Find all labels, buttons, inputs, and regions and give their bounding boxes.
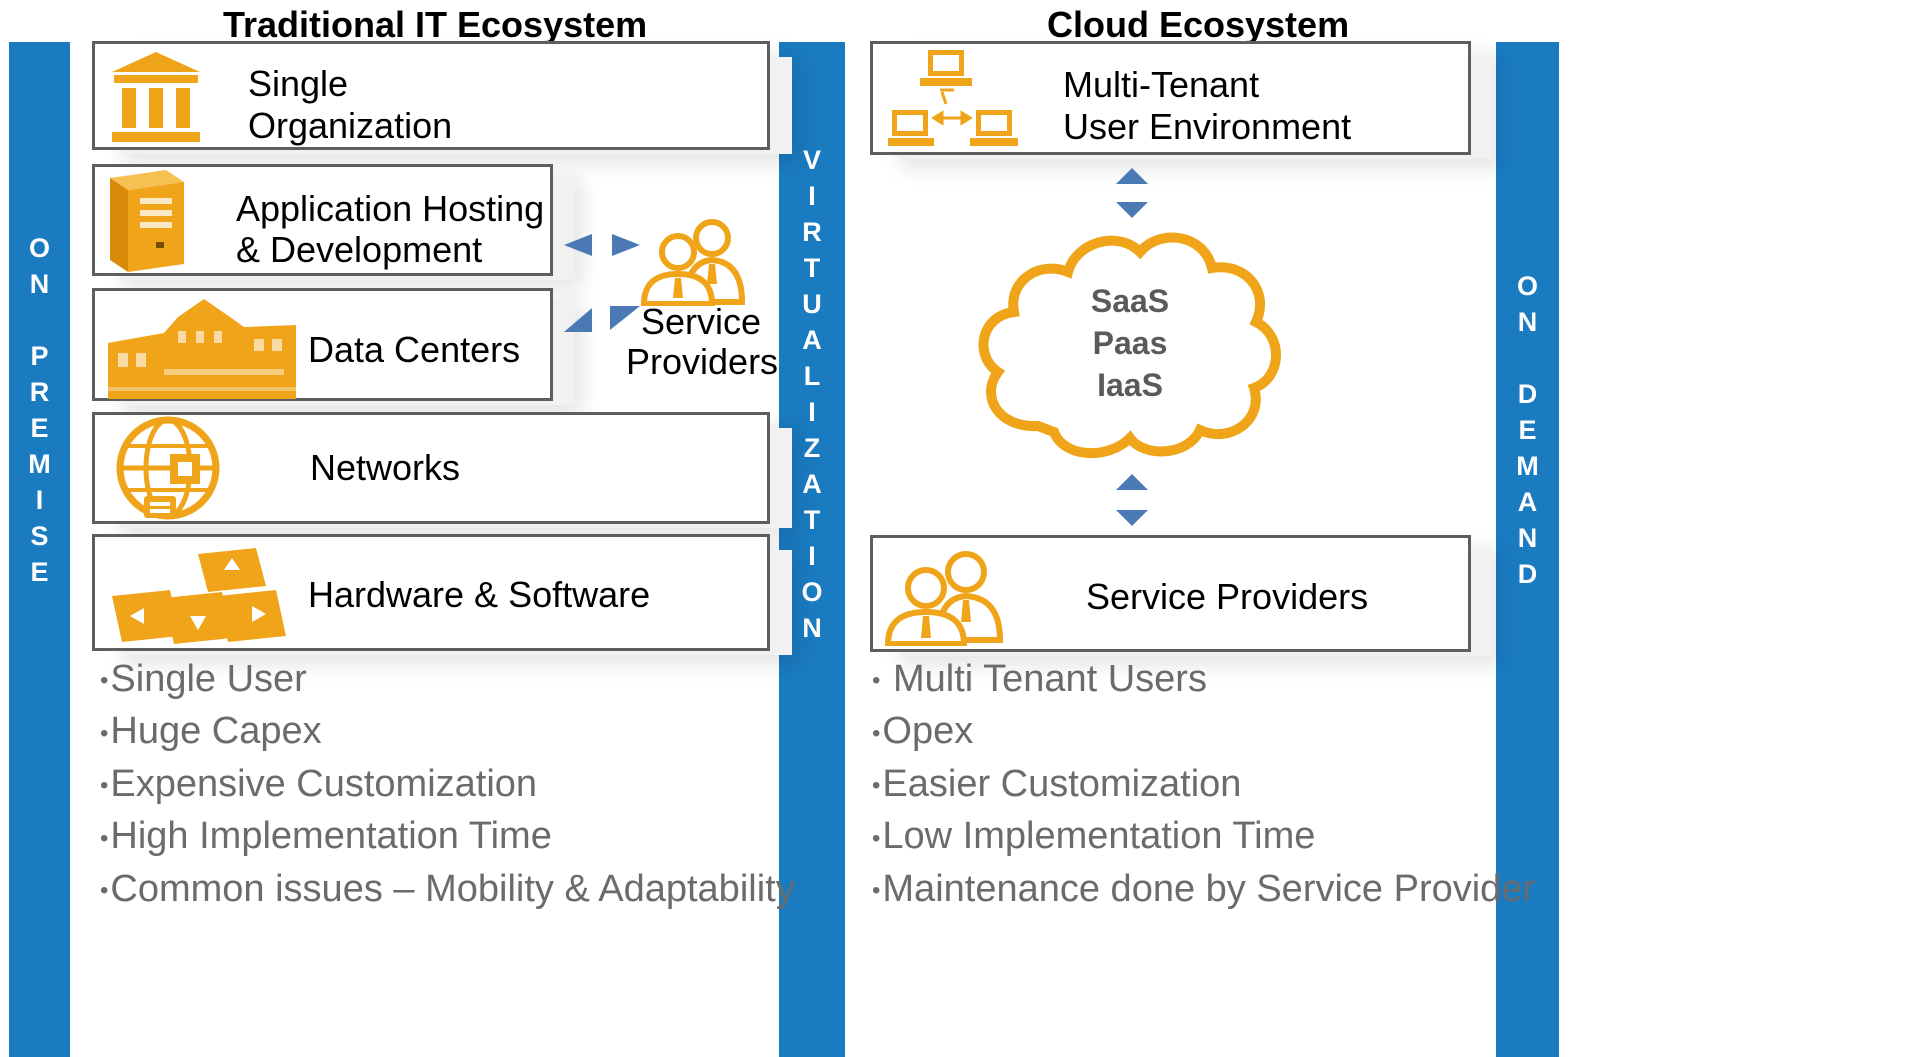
bullet-item: High Implementation Time <box>100 811 795 863</box>
single-organization-label-2: Organization <box>248 105 453 146</box>
on-premise-letter: E <box>30 557 49 587</box>
virtualization-letter: R <box>802 217 822 247</box>
multi-tenant-box <box>870 41 1471 155</box>
on-demand-letter: O <box>1516 271 1538 301</box>
application-hosting-label-1: Application Hosting <box>236 188 545 229</box>
virtualization-letter: N <box>802 613 822 643</box>
data-center-icon <box>108 299 296 399</box>
on-demand-letter: N <box>1517 523 1538 553</box>
bullet-item: Common issues – Mobility & Adaptability <box>100 864 794 916</box>
service-providers-cloud-label: Service Providers <box>1086 576 1369 617</box>
service-providers-label-2: Providers <box>626 341 779 382</box>
globe-network-icon <box>116 416 220 520</box>
hardware-software-label: Hardware & Software <box>308 574 651 615</box>
on-premise-letter: E <box>30 413 49 443</box>
on-premise-letter: M <box>28 449 51 479</box>
on-premise-letter: I <box>35 485 44 515</box>
on-demand-letter: N <box>1517 307 1538 337</box>
multi-tenant-label-2: User Environment <box>1063 106 1352 147</box>
virtualization-letter: Z <box>803 433 821 463</box>
virtualization-letter: I <box>808 397 816 427</box>
virtualization-letter: O <box>801 577 823 607</box>
bullet-item: Expensive Customization <box>100 759 795 811</box>
paas-label: Paas <box>1092 325 1168 361</box>
cloud-heading: Cloud Ecosystem <box>1047 4 1350 45</box>
on-demand-letter: M <box>1516 451 1539 481</box>
bullet-item: Huge Capex <box>100 706 795 758</box>
on-premise-letter: N <box>29 269 50 299</box>
traditional-heading: Traditional IT Ecosystem <box>223 4 648 45</box>
multi-tenant-label-1: Multi-Tenant <box>1063 64 1260 105</box>
vertical-arrows-bottom-icon <box>1116 474 1148 526</box>
server-icon <box>110 170 184 272</box>
vertical-arrows-top-icon <box>1116 168 1148 218</box>
on-premise-letter: O <box>28 233 50 263</box>
networks-label: Networks <box>310 447 461 488</box>
single-organization-label-1: Single <box>248 63 349 104</box>
data-centers-label: Data Centers <box>308 329 521 370</box>
traditional-bullets: Single UserHuge CapexExpensive Customiza… <box>100 654 795 916</box>
bullet-item: Opex <box>872 706 1535 758</box>
people-icon <box>640 219 746 306</box>
on-premise-letter: S <box>30 521 49 551</box>
virtualization-letter: I <box>808 181 816 211</box>
computers-network-icon <box>888 50 1018 146</box>
bank-icon <box>112 52 200 142</box>
bullet-item: Maintenance done by Service Provider <box>872 864 1535 916</box>
bullet-item: Low Implementation Time <box>872 811 1535 863</box>
virtualization-letter: I <box>808 541 816 571</box>
virtualization-letter: L <box>803 361 821 391</box>
people-icon <box>884 551 1004 646</box>
bullet-item: Single User <box>100 654 795 706</box>
on-premise-letter: P <box>30 341 49 371</box>
iaas-label: IaaS <box>1097 367 1163 403</box>
on-demand-letter: D <box>1517 379 1538 409</box>
cloud-icon <box>978 232 1281 459</box>
on-premise-letter: R <box>29 377 50 407</box>
keyboard-keys-icon <box>112 548 286 644</box>
bullet-item: Multi Tenant Users <box>872 654 1535 706</box>
virtualization-letter: V <box>802 145 821 175</box>
on-demand-letter: D <box>1517 559 1538 589</box>
virtualization-letter: A <box>802 469 822 499</box>
cloud-bullets: Multi Tenant UsersOpexEasier Customizati… <box>872 654 1535 916</box>
application-hosting-label-2: & Development <box>236 229 483 270</box>
virtualization-letter: A <box>802 325 822 355</box>
on-demand-letter: E <box>1518 415 1537 445</box>
service-providers-label-1: Service <box>641 301 762 342</box>
cloud-layers: SaaS Paas IaaS <box>1060 280 1200 406</box>
virtualization-letter: T <box>803 253 821 283</box>
on-demand-letter: A <box>1517 487 1538 517</box>
bidirectional-arrow-icon <box>564 234 640 256</box>
virtualization-letter: T <box>803 505 821 535</box>
virtualization-letter: U <box>802 289 822 319</box>
bullet-item: Easier Customization <box>872 759 1535 811</box>
saas-label: SaaS <box>1090 283 1170 319</box>
single-organization-box <box>92 41 770 150</box>
diagonal-arrow-icon <box>564 306 640 332</box>
